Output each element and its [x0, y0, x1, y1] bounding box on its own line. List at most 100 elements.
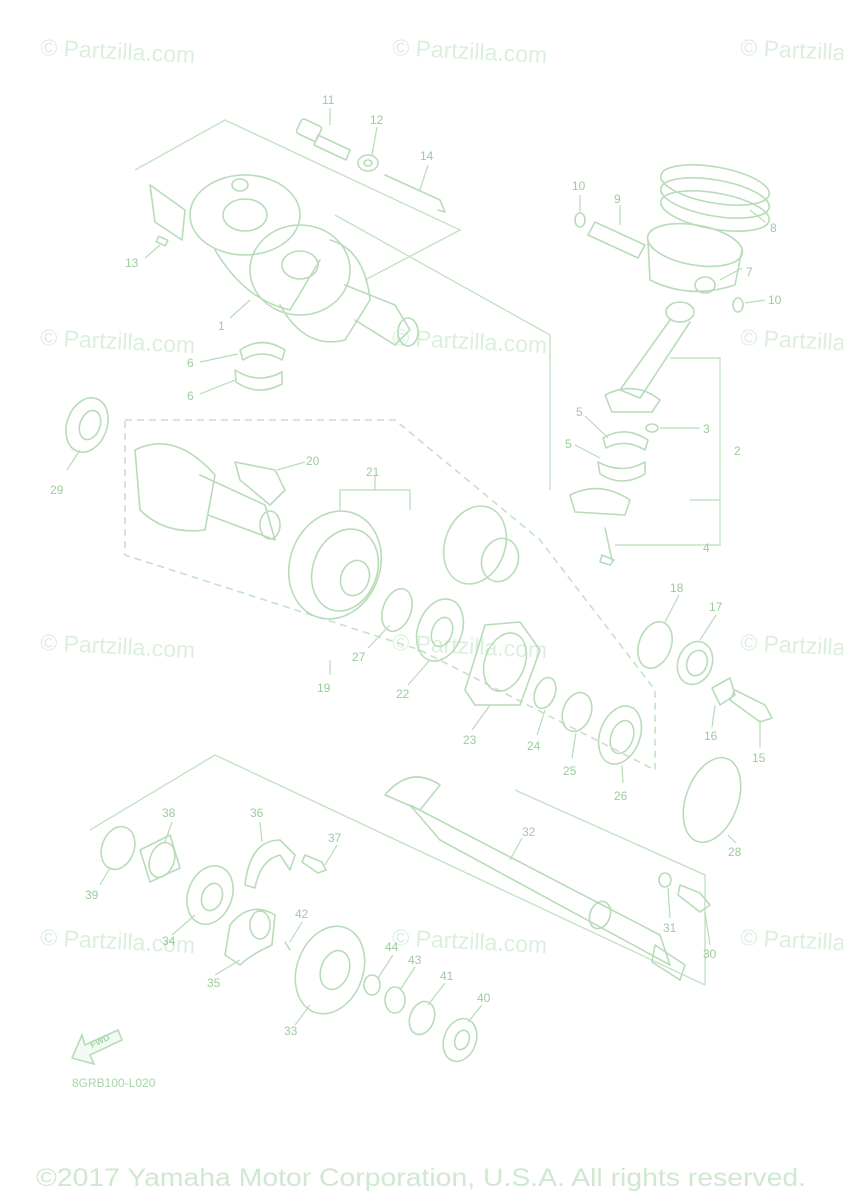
callout-8: 8 — [770, 221, 777, 235]
callout-39: 39 — [85, 888, 99, 902]
crank-gear — [442, 505, 520, 585]
copyright-notice: ©2017 Yamaha Motor Corporation, U.S.A. A… — [36, 1164, 806, 1192]
callout-12: 12 — [370, 113, 384, 127]
fwd-arrow-icon — [70, 1028, 124, 1066]
crank-group-right-line — [334, 214, 551, 490]
balancer-shaft — [134, 443, 281, 541]
stopper-plate — [244, 839, 296, 889]
connecting-rod — [604, 301, 695, 413]
callout-21: 21 — [366, 465, 380, 479]
small-end-bushing — [645, 423, 659, 433]
callout-1: 1 — [218, 319, 225, 333]
callout-25: 25 — [563, 764, 577, 778]
locating-pin — [384, 174, 446, 213]
callout-5b: 5 — [565, 437, 572, 451]
callout-43: 43 — [408, 953, 422, 967]
callout-4: 4 — [703, 541, 710, 555]
callout-33: 33 — [284, 1024, 298, 1038]
crankshaft-group-bracket — [134, 119, 462, 281]
driven-gear — [294, 925, 366, 1015]
watermark: © Partzilla.com — [740, 34, 843, 68]
needle-bearing — [139, 834, 181, 883]
watermark: © Partzilla.com — [40, 324, 196, 358]
callout-44: 44 — [385, 940, 399, 954]
crank-bearing — [234, 341, 286, 391]
callout-34: 34 — [162, 934, 176, 948]
callout-13: 13 — [125, 256, 139, 270]
callout-16: 16 — [704, 729, 718, 743]
watermark: © Partzilla.com — [40, 34, 196, 68]
o-ring — [682, 756, 742, 844]
collar — [561, 691, 593, 733]
spacer — [384, 986, 406, 1014]
watermark: © Partzilla.com — [40, 629, 196, 663]
callout-20: 20 — [306, 454, 320, 468]
callout-3: 3 — [703, 422, 710, 436]
output-group-right-line — [514, 789, 706, 985]
screw — [301, 854, 327, 874]
circlip — [381, 587, 413, 633]
circlip — [732, 297, 744, 313]
bearing-housing — [464, 621, 541, 706]
callout-15: 15 — [752, 751, 766, 765]
watermark: © Partzilla.com — [392, 34, 548, 68]
piston-pin — [587, 221, 646, 259]
balancer-group-outline — [124, 419, 656, 772]
output-group-bracket — [89, 754, 706, 986]
output-shaft — [384, 776, 686, 981]
callout-29: 29 — [50, 483, 64, 497]
balancer-weight — [234, 461, 286, 506]
callout-10a: 10 — [572, 179, 586, 193]
callout-30: 30 — [703, 947, 717, 961]
callout-24: 24 — [527, 739, 541, 753]
drive-gear — [287, 510, 383, 620]
o-ring — [533, 676, 557, 710]
diagram-code: 8GRB100-L020 — [72, 1076, 156, 1090]
watermark: © Partzilla.com — [740, 324, 843, 358]
callout-7: 7 — [746, 265, 753, 279]
fwd-arrow: FWD — [70, 1028, 124, 1066]
callout-27: 27 — [352, 650, 366, 664]
rod-cap — [569, 487, 631, 566]
washer — [363, 974, 381, 996]
washer — [357, 154, 379, 172]
piston — [646, 222, 744, 294]
callout-2: 2 — [734, 444, 741, 458]
callout-9: 9 — [614, 192, 621, 206]
callout-26: 26 — [614, 789, 628, 803]
watermark: © Partzilla.com — [740, 629, 843, 663]
callout-14: 14 — [420, 149, 434, 163]
watermark: © Partzilla.com — [740, 924, 843, 958]
washer — [658, 872, 672, 888]
ball-bearing — [442, 1017, 478, 1063]
callout-5a: 5 — [576, 405, 583, 419]
watermark: © Partzilla.com — [392, 629, 548, 663]
leader-lines — [66, 108, 766, 1026]
big-end-bearing — [597, 431, 649, 482]
bolt — [729, 689, 773, 723]
callout-28: 28 — [728, 845, 742, 859]
callout-31: 31 — [663, 921, 677, 935]
callout-numbers: 11 12 14 13 1 6 6 10 9 8 7 10 3 2 4 5 5 … — [50, 93, 782, 1038]
ball-bearing — [415, 598, 465, 662]
callout-10b: 10 — [768, 293, 782, 307]
circlip — [574, 212, 586, 228]
callout-19: 19 — [317, 681, 331, 695]
callout-6a: 6 — [187, 356, 194, 370]
oil-seal — [65, 397, 109, 453]
bolt — [677, 884, 711, 913]
callout-32: 32 — [522, 825, 536, 839]
callout-17: 17 — [709, 600, 723, 614]
retainer-plate — [711, 677, 736, 706]
callout-22: 22 — [396, 687, 410, 701]
crankshaft — [149, 174, 419, 347]
oil-seal — [597, 705, 643, 765]
circlip — [637, 620, 673, 670]
callout-11: 11 — [322, 93, 335, 107]
watermarks: © Partzilla.com © Partzilla.com © Partzi… — [40, 34, 843, 958]
callout-37: 37 — [328, 831, 342, 845]
pin — [284, 941, 291, 951]
circlip — [100, 825, 136, 871]
rod-group-bracket — [615, 357, 721, 546]
piston-ring-set — [659, 164, 771, 232]
